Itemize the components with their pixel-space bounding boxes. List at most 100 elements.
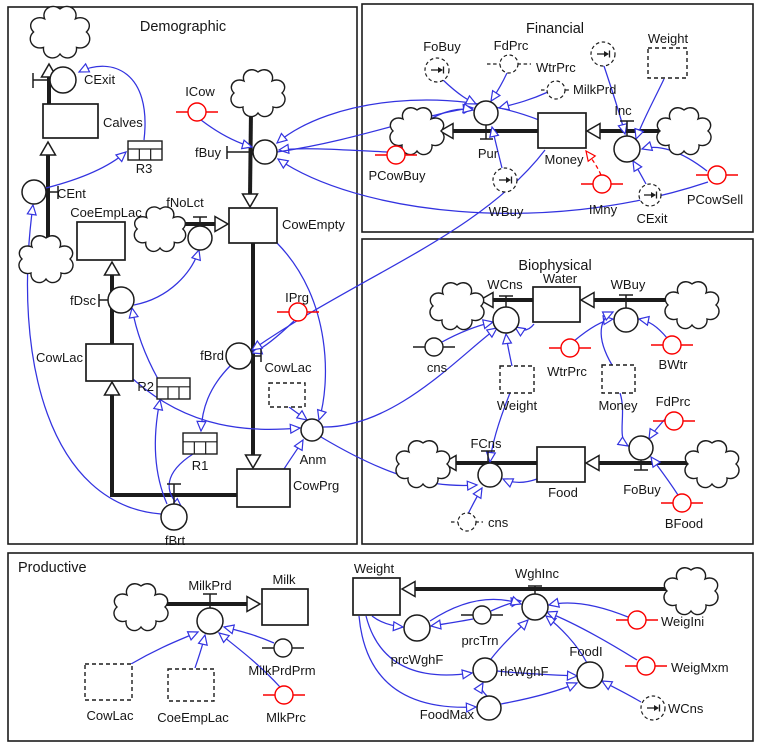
link-stock-weight-p-to-aux-prcwghf[interactable] xyxy=(371,615,405,632)
parameter-circle[interactable] xyxy=(627,610,647,630)
link-curve[interactable] xyxy=(603,65,626,135)
cloud-icon[interactable] xyxy=(389,107,445,156)
parameter-circle[interactable] xyxy=(672,493,692,513)
valve-fcns[interactable]: FCns xyxy=(470,436,503,488)
link-curve[interactable] xyxy=(277,158,709,214)
gstock-cowlac-p[interactable]: CowLac xyxy=(84,663,134,723)
link-curve[interactable] xyxy=(133,249,200,306)
valve-pur[interactable]: Pur xyxy=(473,100,499,161)
link-gstock-cowlac-d-to-aux-anm[interactable] xyxy=(288,406,309,421)
valve-circle[interactable] xyxy=(107,286,135,314)
valve-fnolct[interactable]: fNoLct xyxy=(166,195,213,251)
link-curve[interactable] xyxy=(276,242,327,421)
const-pcowbuy[interactable]: PCowBuy xyxy=(368,145,426,183)
gflow-wcns[interactable]: WCns xyxy=(640,695,704,721)
link-curve[interactable] xyxy=(548,602,629,618)
lookup-table-icon[interactable] xyxy=(182,432,218,455)
valve-fbrt[interactable]: fBrt xyxy=(160,483,188,548)
stock-rect[interactable] xyxy=(85,343,134,382)
link-curve[interactable] xyxy=(322,327,498,428)
link-stock-cowlac-to-aux-anm[interactable] xyxy=(132,378,302,435)
const-iprg[interactable]: IPrg xyxy=(277,290,319,322)
link-table-r3-to-valve-cexit[interactable] xyxy=(77,62,146,141)
cloud-icon[interactable] xyxy=(133,206,187,253)
constant-circle[interactable] xyxy=(273,638,293,658)
valve-circle[interactable] xyxy=(492,306,520,334)
gflow-cexit[interactable]: CExit xyxy=(636,183,668,226)
link-const-icow-to-valve-fbuy[interactable] xyxy=(200,119,254,150)
cloud-icon[interactable] xyxy=(395,440,451,489)
stock-rect[interactable] xyxy=(537,112,587,149)
gconst-cns[interactable]: cns xyxy=(451,512,509,532)
stock-water[interactable]: Water xyxy=(532,271,581,323)
const-pcowsell[interactable]: PCowSell xyxy=(687,165,743,207)
cloud-b3[interactable] xyxy=(395,440,451,489)
link-gflow-wcns-to-aux-foodi[interactable] xyxy=(600,680,642,703)
cloud-icon[interactable] xyxy=(18,235,74,284)
aux-anm[interactable]: Anm xyxy=(300,418,327,467)
shadow-constant-circle[interactable] xyxy=(457,512,477,532)
lookup-table-icon[interactable] xyxy=(127,140,163,161)
link-aux-foodmax-to-aux-rlcwghf[interactable] xyxy=(473,681,488,697)
cloud-icon[interactable] xyxy=(230,69,286,118)
valve-circle[interactable] xyxy=(613,135,641,163)
auxiliary-circle[interactable] xyxy=(576,661,604,689)
aux-foodi[interactable]: FoodI xyxy=(569,644,604,689)
const-prctrn[interactable]: prcTrn xyxy=(461,605,503,648)
valve-fbuy[interactable]: fBuy xyxy=(195,139,278,165)
link-const-bwtr-to-valve-wbuy-b[interactable] xyxy=(637,315,668,339)
link-valve-cent-to-table-r3[interactable] xyxy=(45,151,128,189)
link-curve[interactable] xyxy=(131,307,159,380)
link-stock-weight-p-to-aux-foodmax[interactable] xyxy=(358,615,478,713)
cloud-d4[interactable] xyxy=(133,206,187,253)
link-const-milkprdprm-to-valve-milkprd[interactable] xyxy=(222,624,275,644)
link-const-prctrn-to-aux-prcwghf[interactable] xyxy=(429,618,474,630)
link-valve-fbrt-to-table-r2[interactable] xyxy=(152,398,168,505)
parameter-circle[interactable] xyxy=(662,335,682,355)
valve-fbrd[interactable]: fBrd xyxy=(200,342,262,370)
parameter-circle[interactable] xyxy=(274,685,294,705)
link-curve[interactable] xyxy=(365,615,473,676)
flow-fobuy-food[interactable] xyxy=(584,454,691,472)
valve-wghinc[interactable]: WghInc xyxy=(515,566,560,621)
cloud-b2[interactable] xyxy=(664,281,720,330)
link-gconst-cns-to-valve-fcns[interactable] xyxy=(467,486,483,515)
link-const-pcowsell-to-valve-fbuy[interactable] xyxy=(276,158,709,214)
gstock-money-b[interactable]: Money xyxy=(598,364,638,413)
shadow-stock-rect[interactable] xyxy=(167,668,215,702)
link-valve-fbrd-to-table-r1[interactable] xyxy=(196,364,232,433)
link-gconst-fdprc-to-valve-pur[interactable] xyxy=(490,72,508,103)
cloud-f1[interactable] xyxy=(389,107,445,156)
shadow-stock-rect[interactable] xyxy=(601,364,636,394)
stock-rect[interactable] xyxy=(352,577,401,616)
link-gstock-money-b-to-valve-wbuy-b[interactable] xyxy=(600,311,615,366)
cloud-d1[interactable] xyxy=(29,5,91,59)
cloud-icon[interactable] xyxy=(664,281,720,330)
link-const-imny-to-stock-money[interactable] xyxy=(585,149,602,176)
cloud-icon[interactable] xyxy=(29,5,91,59)
link-gflow-milkprd-to-valve-inc[interactable] xyxy=(603,65,628,136)
link-gstock-weight-b-to-valve-wcns[interactable] xyxy=(501,332,513,367)
link-aux-prcwghf-to-valve-wghinc[interactable] xyxy=(429,595,523,622)
auxiliary-circle[interactable] xyxy=(300,418,324,442)
flow-milkprd-milk[interactable] xyxy=(162,595,262,613)
stock-cowempty[interactable]: CowEmpty xyxy=(228,207,345,244)
cloud-b1[interactable] xyxy=(429,282,485,331)
valve-circle[interactable] xyxy=(613,307,639,333)
stock-cowprg[interactable]: CowPrg xyxy=(236,468,339,508)
const-weigini[interactable]: WeigIni xyxy=(616,610,704,630)
valve-circle[interactable] xyxy=(521,593,549,621)
shadow-stock-rect[interactable] xyxy=(647,47,688,79)
stock-rect[interactable] xyxy=(236,468,291,508)
table-r1[interactable]: R1 xyxy=(182,432,218,473)
link-curve[interactable] xyxy=(154,399,168,505)
stock-rect[interactable] xyxy=(536,446,586,483)
stock-food[interactable]: Food xyxy=(536,446,586,500)
valve-circle[interactable] xyxy=(49,66,77,94)
flow-wghinc-weight[interactable] xyxy=(400,580,670,598)
table-r3[interactable]: R3 xyxy=(127,140,163,176)
flow-fbuy-cowempty[interactable] xyxy=(241,110,259,209)
parameter-circle[interactable] xyxy=(386,145,406,165)
valve-fdsc[interactable]: fDsc xyxy=(70,286,135,314)
cloud-icon[interactable] xyxy=(663,567,719,616)
